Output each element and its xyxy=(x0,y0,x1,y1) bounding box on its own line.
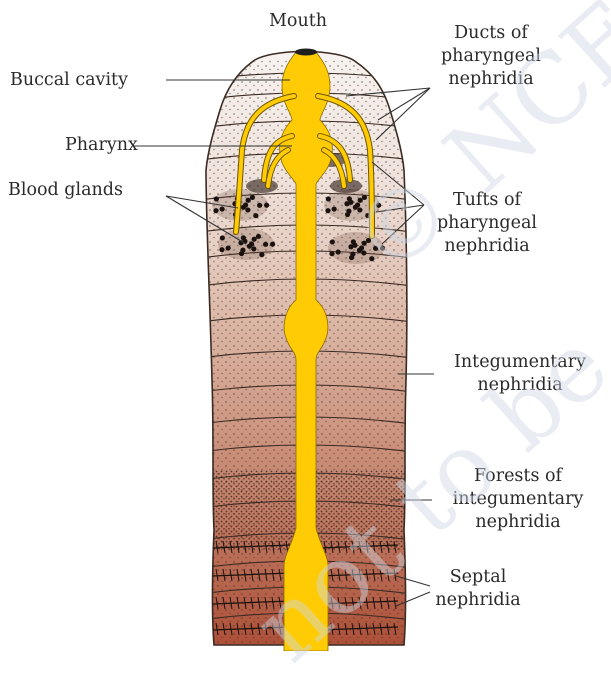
earthworm-nephridia-diagram: Mouth Buccal cavity Pharynx Blood glands… xyxy=(0,0,611,651)
blood-gland-dot xyxy=(270,242,275,247)
mouth-opening xyxy=(295,49,317,56)
blood-gland-dot xyxy=(250,195,255,200)
blood-gland-dot xyxy=(252,237,257,242)
label-blood-glands: Blood glands xyxy=(8,179,123,202)
label-buccal-cavity: Buccal cavity xyxy=(10,69,128,92)
blood-gland-dot xyxy=(350,252,355,257)
blood-gland-dot xyxy=(247,244,252,249)
blood-gland-dot xyxy=(219,247,224,252)
blood-gland-dot xyxy=(220,235,225,240)
blood-gland-dot xyxy=(329,251,334,256)
blood-gland-dot xyxy=(213,208,218,213)
blood-gland-dot xyxy=(263,242,268,247)
blood-gland-dot xyxy=(226,245,231,250)
blood-gland-dot xyxy=(241,205,246,210)
blood-gland-dot xyxy=(336,249,341,254)
label-mouth: Mouth xyxy=(248,10,348,33)
blood-gland-dot xyxy=(259,252,264,257)
blood-gland-dot xyxy=(246,198,251,203)
blood-gland-dot xyxy=(264,203,269,208)
blood-gland-dot xyxy=(214,196,219,201)
blood-gland-dot xyxy=(256,234,261,239)
blood-gland-dot xyxy=(240,248,245,253)
blood-gland-dot xyxy=(253,213,258,218)
label-septal-nephridia: Septal nephridia xyxy=(418,566,538,612)
label-pharynx: Pharynx xyxy=(65,134,138,157)
blood-gland-dot xyxy=(326,196,331,201)
blood-gland-dot xyxy=(330,239,335,244)
blood-gland-dot xyxy=(251,246,256,251)
blood-gland-dot xyxy=(220,206,225,211)
blood-gland-dot xyxy=(257,203,262,208)
blood-gland-dot xyxy=(325,208,330,213)
blood-gland-dot xyxy=(245,207,250,212)
